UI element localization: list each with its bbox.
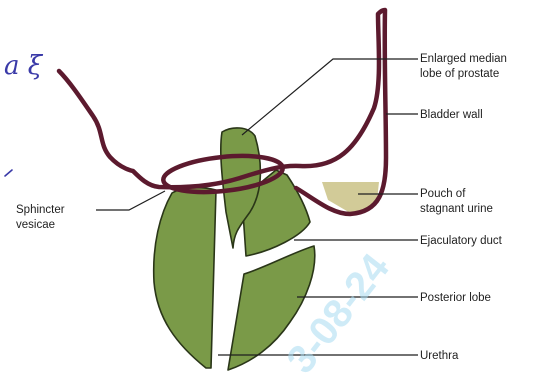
label-sphincter-line1: Sphincter [16, 204, 65, 216]
label-pouch-line2: stagnant urine [420, 203, 493, 215]
leader-median-lobe [242, 59, 418, 135]
label-median-lobe-line1: Enlarged median [420, 53, 507, 65]
handwritten-note: a ξ [4, 51, 44, 81]
leader-sphincter [96, 191, 165, 210]
label-ejaculatory-duct: Ejaculatory duct [420, 235, 503, 247]
label-sphincter-line2: vesicae [16, 219, 55, 231]
label-median-lobe-line2: lobe of prostate [420, 68, 499, 80]
label-bladder-wall: Bladder wall [420, 109, 483, 121]
label-posterior-lobe: Posterior lobe [420, 292, 491, 304]
annotation-tick [5, 170, 12, 176]
left-lateral-lobe [154, 188, 216, 368]
label-urethra: Urethra [420, 350, 459, 362]
label-pouch-line1: Pouch of [420, 188, 466, 200]
